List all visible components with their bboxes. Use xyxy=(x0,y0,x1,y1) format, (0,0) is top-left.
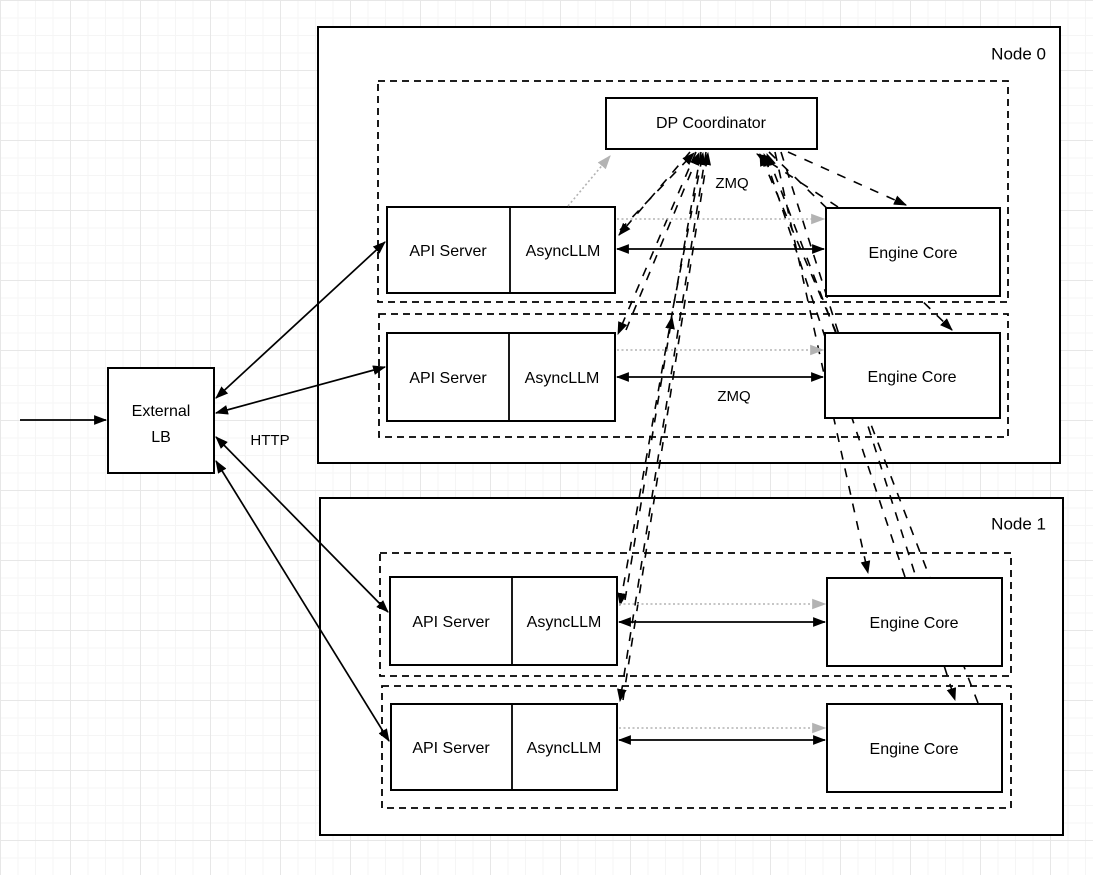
node0-replica0-frontend: API Server AsyncLLM xyxy=(386,206,616,294)
zmq-label-top: ZMQ xyxy=(715,175,748,192)
dotted-links xyxy=(567,155,827,734)
edge-dp-to-engine-n0r1 xyxy=(787,151,907,206)
asyncllm-label-n1r1: AsyncLLM xyxy=(527,614,602,631)
engine-core-box-n1r2 xyxy=(826,703,1003,793)
edge-dotted-async-n0r1-to-dp xyxy=(567,155,611,207)
api-server-label-n1r2: API Server xyxy=(412,740,490,757)
node1-replica0-frontend: API Server AsyncLLM xyxy=(389,576,618,666)
engine-core-label-n0r1: Engine Core xyxy=(869,245,958,262)
external-lb-rect xyxy=(107,367,215,474)
edge-engine-n0r2-to-dp xyxy=(759,153,837,333)
edge-lb-api-n1r2 xyxy=(215,460,390,742)
asyncllm-label-n1r2: AsyncLLM xyxy=(527,740,602,757)
node1-replica0-engine: Engine Core xyxy=(826,577,1003,667)
node1-replica1-group xyxy=(381,685,1012,809)
node1-replica1-frontend: API Server AsyncLLM xyxy=(390,703,618,791)
edge-dp-to-async-n1r1 xyxy=(617,151,702,607)
dp-coordinator-box: DP Coordinator xyxy=(605,97,818,150)
engine-core-box-n0r1 xyxy=(825,207,1001,297)
external-lb-box: External LB xyxy=(107,367,215,474)
edge-dp-to-async-n1r2 xyxy=(617,151,707,703)
zmq-label-bottom: ZMQ xyxy=(717,388,750,405)
api-server-label-n0r2: API Server xyxy=(409,370,487,387)
edge-dp-to-async-n0r2 xyxy=(617,151,697,335)
engine-core-label-n0r2: Engine Core xyxy=(868,369,957,386)
api-async-box-n1r2 xyxy=(390,703,618,791)
node0-label: Node 0 xyxy=(991,44,1046,63)
edge-dp-to-engine-n1r2 xyxy=(780,151,957,702)
engine-core-label-n1r2: Engine Core xyxy=(870,741,959,758)
external-lb-label-line1: External xyxy=(132,403,191,420)
node0-replica0-engine: Engine Core xyxy=(825,207,1001,297)
solid-links xyxy=(20,241,827,745)
node1-replica1-engine: Engine Core xyxy=(826,703,1003,793)
node0-replica1-frontend: API Server AsyncLLM xyxy=(386,332,616,422)
api-server-label-n1r1: API Server xyxy=(412,614,490,631)
engine-core-label-n1r1: Engine Core xyxy=(870,615,959,632)
external-lb-label-line2: LB xyxy=(151,429,171,446)
engine-core-box-n1r1 xyxy=(826,577,1003,667)
engine-core-box-n0r2 xyxy=(824,332,1001,419)
api-async-box-n0r1 xyxy=(386,206,616,294)
node0-replica1-engine: Engine Core xyxy=(824,332,1001,419)
edge-async-n1r1-to-dp-seg1 xyxy=(624,315,675,601)
edge-async-n0r2-to-dp xyxy=(625,151,700,331)
dp-coordinator-links xyxy=(617,151,979,704)
dp-coordinator-label: DP Coordinator xyxy=(656,115,767,132)
asyncllm-label-n0r2: AsyncLLM xyxy=(525,370,600,387)
api-async-box-n1r1 xyxy=(389,576,618,666)
edge-dp-to-async-n0r1 xyxy=(618,151,691,236)
node0-replica0-group xyxy=(377,80,1009,303)
api-async-box-n0r2 xyxy=(386,332,616,422)
asyncllm-label-n0r1: AsyncLLM xyxy=(526,243,601,260)
http-label: HTTP xyxy=(250,432,289,449)
api-server-label-n0r1: API Server xyxy=(409,243,487,260)
dp-coordinator-rect xyxy=(605,97,818,150)
node1-label: Node 1 xyxy=(991,514,1046,533)
edge-async-n1r2-to-dp xyxy=(622,151,711,701)
edge-lb-api-n0r2 xyxy=(214,365,387,415)
